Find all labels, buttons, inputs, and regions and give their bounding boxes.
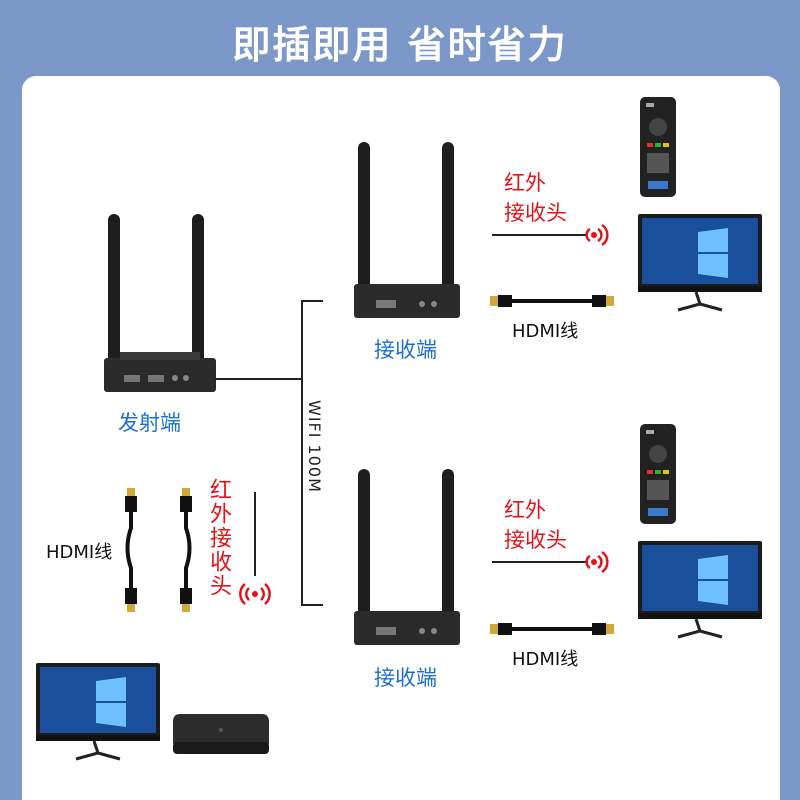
- wifi-bracket-vertical: [301, 300, 303, 606]
- transmitter-device: [104, 214, 216, 392]
- receiver-top-ir-label-1: 红外: [504, 171, 546, 195]
- set-top-box: [173, 714, 269, 754]
- receiver-bottom-ir-cable: [492, 561, 588, 563]
- remote-control-top: [640, 97, 676, 197]
- receiver-bottom-label: 接收端: [374, 666, 437, 690]
- hdmi-cable-left-1: [125, 488, 137, 612]
- receiver-bottom-ir-label-1: 红外: [504, 498, 546, 522]
- ir-cable-left: [254, 492, 256, 576]
- connector-line: [214, 378, 302, 380]
- wifi-bracket-bottom: [301, 604, 323, 606]
- ir-signal-icon: [239, 583, 271, 605]
- hdmi-cable-bottom: [490, 623, 614, 635]
- ir-signal-icon: [585, 550, 609, 574]
- receiver-device-bottom: [354, 469, 460, 645]
- ir-signal-icon: [585, 223, 609, 247]
- page-title: 即插即用 省时省力: [232, 23, 568, 67]
- receiver-bottom-ir-label-2: 接收头: [504, 528, 567, 552]
- receiver-top-label: 接收端: [374, 338, 437, 362]
- receiver-device-top: [354, 142, 460, 318]
- monitor-source: [36, 663, 160, 761]
- remote-control-bottom: [640, 424, 676, 524]
- wifi-bracket-top: [301, 300, 323, 302]
- hdmi-label-left: HDMI线: [46, 542, 113, 563]
- hdmi-cable-top: [490, 295, 614, 307]
- monitor-bottom: [638, 541, 762, 639]
- receiver-top-ir-cable: [492, 234, 588, 236]
- hdmi-label-top: HDMI线: [512, 321, 579, 342]
- receiver-top-ir-label-2: 接收头: [504, 201, 567, 225]
- hdmi-cable-left-2: [180, 488, 192, 612]
- wifi-label: WIFI 100M: [305, 400, 324, 493]
- ir-receiver-label-left: 红外接收头: [206, 478, 231, 598]
- transmitter-label: 发射端: [118, 411, 181, 435]
- hdmi-label-bottom: HDMI线: [512, 649, 579, 670]
- monitor-top: [638, 214, 762, 312]
